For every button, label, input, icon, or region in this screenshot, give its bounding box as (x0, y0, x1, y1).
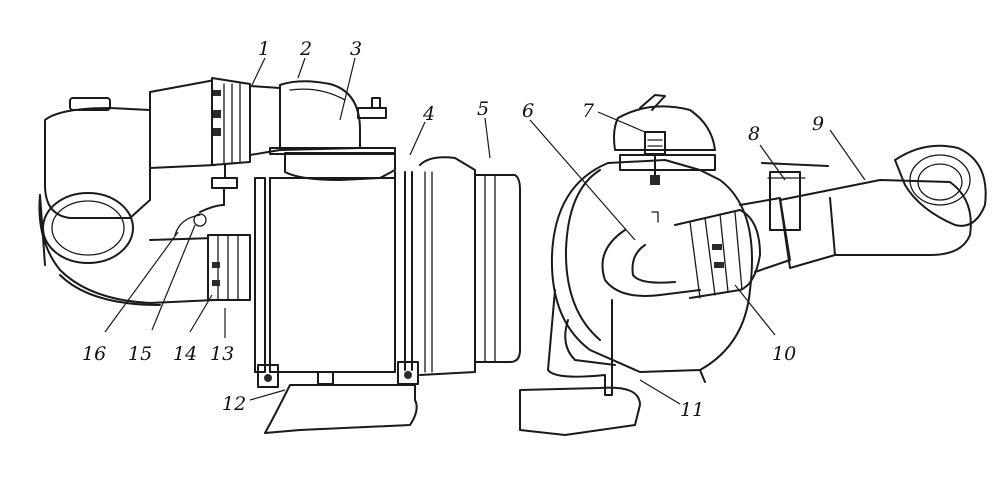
intake-elbow-pipe (279, 80, 387, 151)
breather-valve (174, 164, 238, 236)
hose-clamp-right (739, 197, 791, 273)
air-cleaner-housing (254, 152, 521, 388)
callout-14: 14 (173, 343, 197, 365)
callout-labels: 1 2 3 4 5 6 7 8 9 10 11 12 13 14 15 16 (82, 38, 824, 421)
dust-bowl (264, 371, 418, 434)
callout-16: 16 (82, 343, 106, 365)
hose-clamp-upper (211, 77, 251, 166)
callout-5: 5 (477, 98, 489, 120)
callout-11: 11 (680, 399, 704, 421)
callout-15: 15 (128, 343, 152, 365)
callout-2: 2 (299, 38, 312, 60)
cover-clamp-bolt (644, 131, 666, 223)
callout-3: 3 (350, 38, 362, 60)
callout-8: 8 (748, 123, 760, 145)
end-flange (894, 144, 987, 227)
callout-7: 7 (582, 100, 595, 122)
inner-outlet-pipe (601, 229, 701, 297)
callout-1: 1 (258, 38, 270, 60)
callout-9: 9 (812, 113, 824, 135)
rubber-hose (674, 209, 761, 299)
callout-6: 6 (522, 100, 534, 122)
cyclone-cover (613, 94, 716, 151)
cyclone-housing (550, 154, 753, 383)
callout-12: 12 (222, 393, 246, 415)
sediment-tray (519, 386, 641, 436)
callout-4: 4 (422, 103, 435, 125)
callout-10: 10 (772, 343, 796, 365)
callout-13: 13 (210, 343, 234, 365)
outlet-duct (779, 179, 972, 269)
lower-hose-clamp (207, 234, 251, 301)
left-inlet-elbow (38, 97, 216, 306)
upper-inlet-pipe (149, 79, 216, 169)
leader-lines (104, 57, 866, 405)
connecting-tube (249, 85, 281, 156)
